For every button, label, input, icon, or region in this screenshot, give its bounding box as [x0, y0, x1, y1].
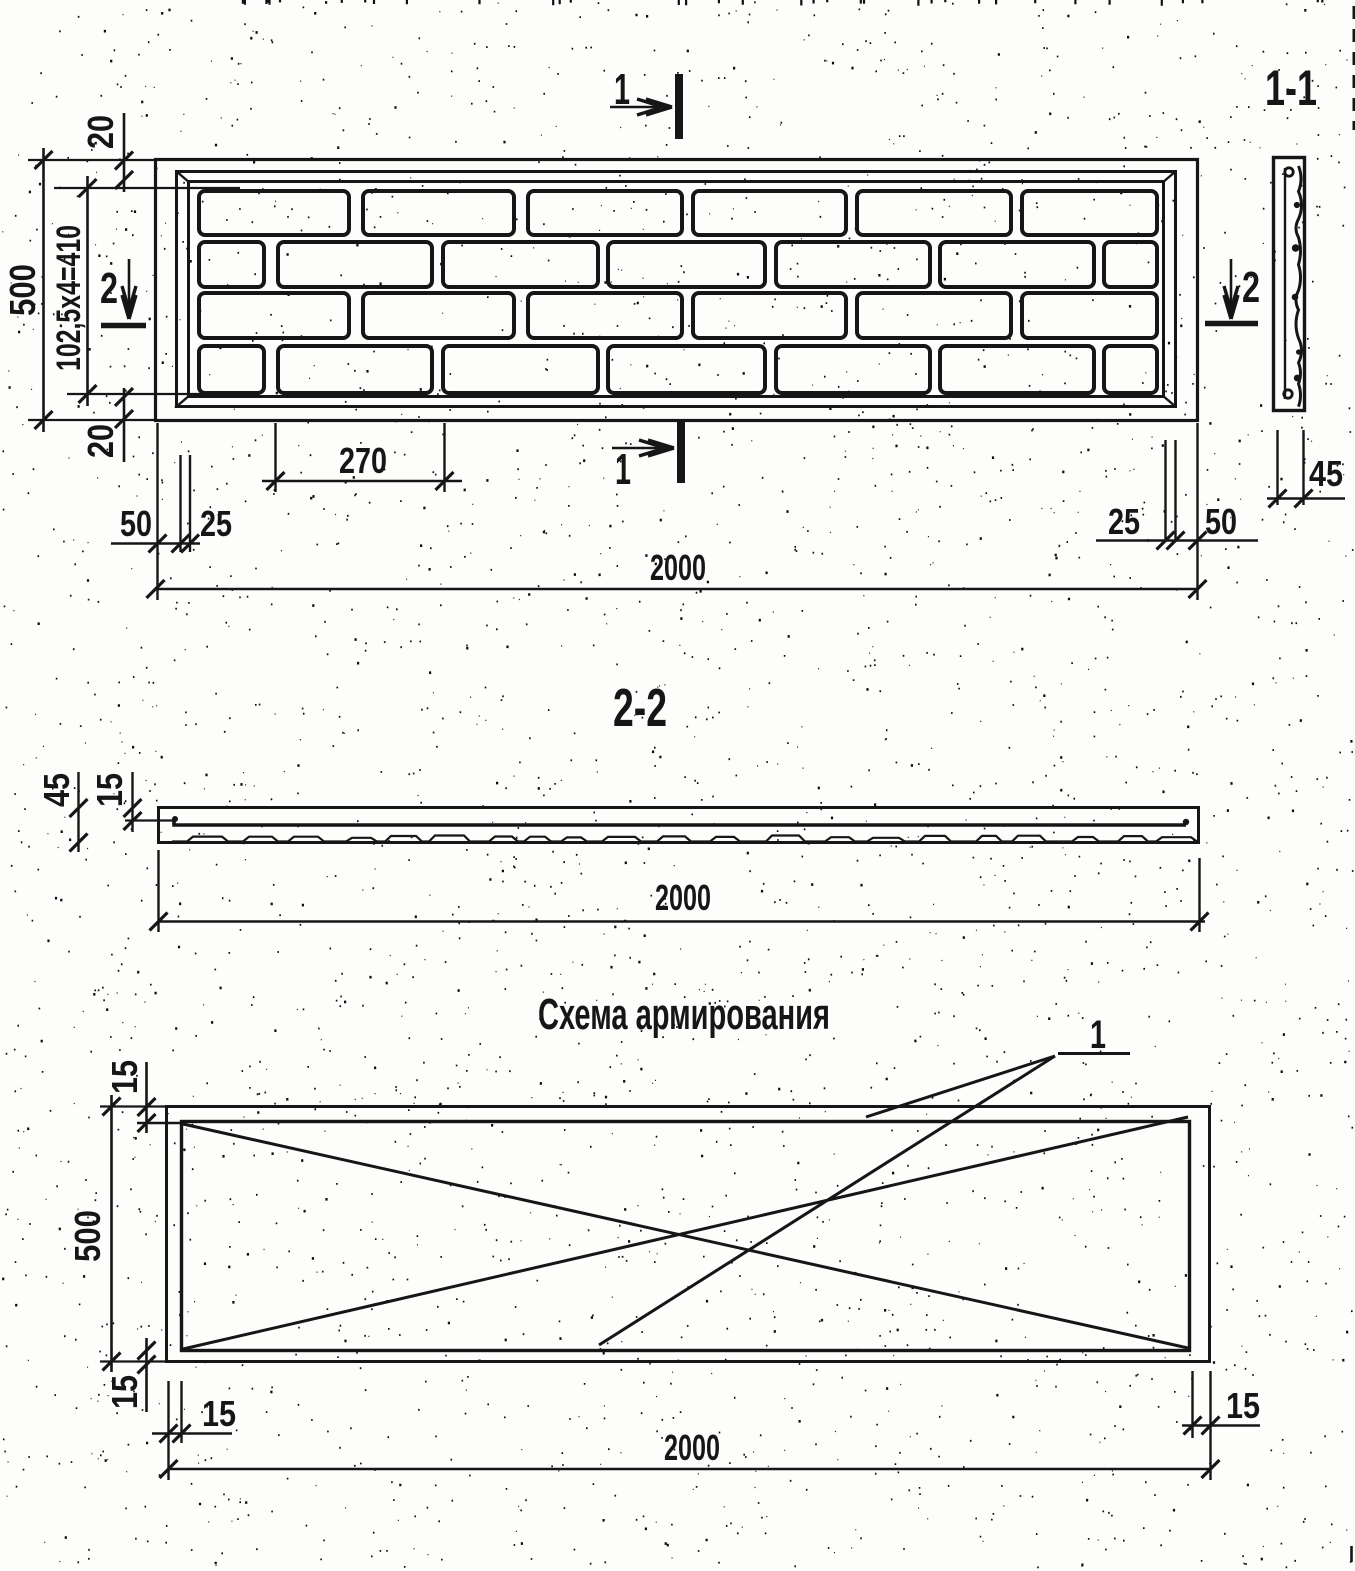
svg-text:45: 45 [1309, 453, 1343, 494]
svg-text:1: 1 [615, 445, 631, 494]
svg-text:25: 25 [1108, 501, 1140, 542]
svg-text:1-1: 1-1 [1265, 60, 1317, 116]
svg-text:15: 15 [89, 773, 130, 807]
svg-text:2000: 2000 [650, 547, 706, 588]
svg-text:2: 2 [1242, 263, 1260, 312]
svg-text:15: 15 [104, 1375, 145, 1409]
svg-text:1: 1 [1090, 1013, 1106, 1057]
svg-text:1: 1 [614, 65, 630, 114]
svg-text:20: 20 [80, 424, 121, 458]
svg-text:2: 2 [100, 264, 118, 313]
svg-text:102,5х4=410: 102,5х4=410 [50, 225, 88, 371]
svg-text:20: 20 [80, 115, 121, 149]
svg-text:50: 50 [1205, 501, 1237, 542]
svg-text:15: 15 [104, 1060, 145, 1094]
svg-text:50: 50 [120, 503, 152, 544]
svg-text:Схема армирования: Схема армирования [538, 990, 830, 1039]
svg-text:15: 15 [1226, 1385, 1260, 1426]
svg-text:25: 25 [200, 503, 232, 544]
svg-text:15: 15 [202, 1393, 236, 1434]
svg-text:2000: 2000 [655, 877, 711, 918]
svg-text:2000: 2000 [664, 1427, 720, 1468]
svg-text:2-2: 2-2 [613, 678, 667, 738]
svg-text:270: 270 [339, 440, 387, 481]
svg-text:500: 500 [2, 264, 43, 316]
svg-text:45: 45 [36, 773, 77, 807]
svg-text:500: 500 [67, 1210, 108, 1262]
